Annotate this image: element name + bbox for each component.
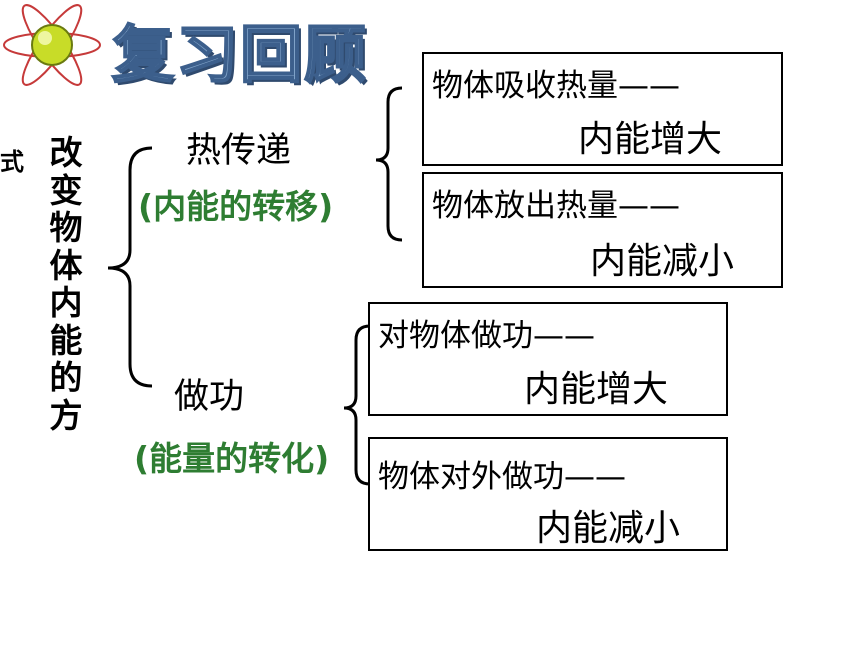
main-brace [107,146,153,388]
box-release-heat: 物体放出热量—— 内能减小 [422,172,783,288]
work-subtitle: (能量的转化) [134,439,330,478]
box-line2: 内能增大 [524,369,669,410]
box-absorb-heat: 物体吸收热量—— 内能增大 [422,52,783,166]
box-line1: 物体对外做功—— [378,459,626,495]
box-line2: 内能增大 [578,119,723,160]
box-work-on-object: 对物体做功—— 内能增大 [368,302,728,416]
box-object-does-work: 物体对外做功—— 内能减小 [368,437,728,551]
heat-transfer-label: 热传递 [186,131,292,171]
root-label: 改变物体内能的方 [49,133,83,435]
box-line2: 内能减小 [590,241,735,282]
heat-transfer-brace [375,86,403,242]
heat-transfer-subtitle: (内能的转移) [138,187,334,226]
page-title: 复习回顾 [111,17,369,92]
root-label-tail: 式 [0,148,24,176]
atom-globe-icon [3,4,101,86]
box-line2: 内能减小 [536,508,681,549]
work-brace [343,324,371,486]
box-line1: 物体吸收热量—— [432,68,680,104]
work-label: 做功 [174,377,245,417]
box-line1: 对物体做功—— [378,318,595,354]
box-line1: 物体放出热量—— [432,188,680,224]
